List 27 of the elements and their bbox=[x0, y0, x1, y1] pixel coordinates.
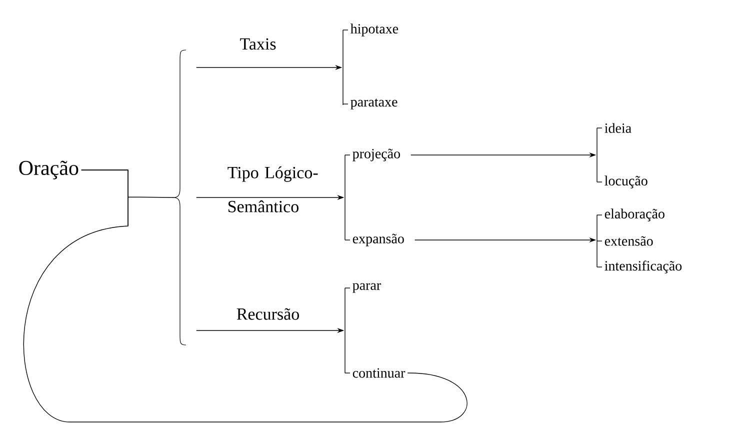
bracket-line bbox=[342, 30, 344, 106]
branch-line bbox=[344, 372, 350, 374]
bracket-line bbox=[596, 128, 598, 182]
branch-line bbox=[596, 214, 602, 216]
term-label: parataxe bbox=[350, 98, 398, 110]
bracket-line bbox=[344, 154, 346, 240]
term-label: continuar bbox=[352, 368, 406, 378]
term-label: intensificação bbox=[604, 260, 682, 274]
term-label: locução bbox=[604, 176, 648, 188]
bracket-line bbox=[596, 214, 598, 268]
term-label: expansão bbox=[352, 234, 404, 246]
bracket-line bbox=[344, 288, 346, 374]
curly-brace bbox=[172, 50, 186, 346]
edge-label: Tipo Lógico-Semântico bbox=[228, 166, 318, 212]
term-label: projeção bbox=[352, 148, 400, 162]
term-label: extensão bbox=[604, 236, 653, 246]
term-label: ideia bbox=[604, 123, 632, 133]
term-label: elaboração bbox=[604, 208, 664, 222]
loop-line bbox=[23, 170, 468, 422]
edge-label: Recursão bbox=[236, 308, 299, 320]
branch-line bbox=[344, 154, 350, 156]
branch-line bbox=[596, 240, 602, 242]
term-label: Oração bbox=[19, 160, 78, 180]
term-label: hipotaxe bbox=[350, 24, 398, 36]
term-label: parar bbox=[352, 283, 381, 293]
branch-line bbox=[596, 266, 602, 268]
edge-label: Taxis bbox=[240, 38, 276, 50]
